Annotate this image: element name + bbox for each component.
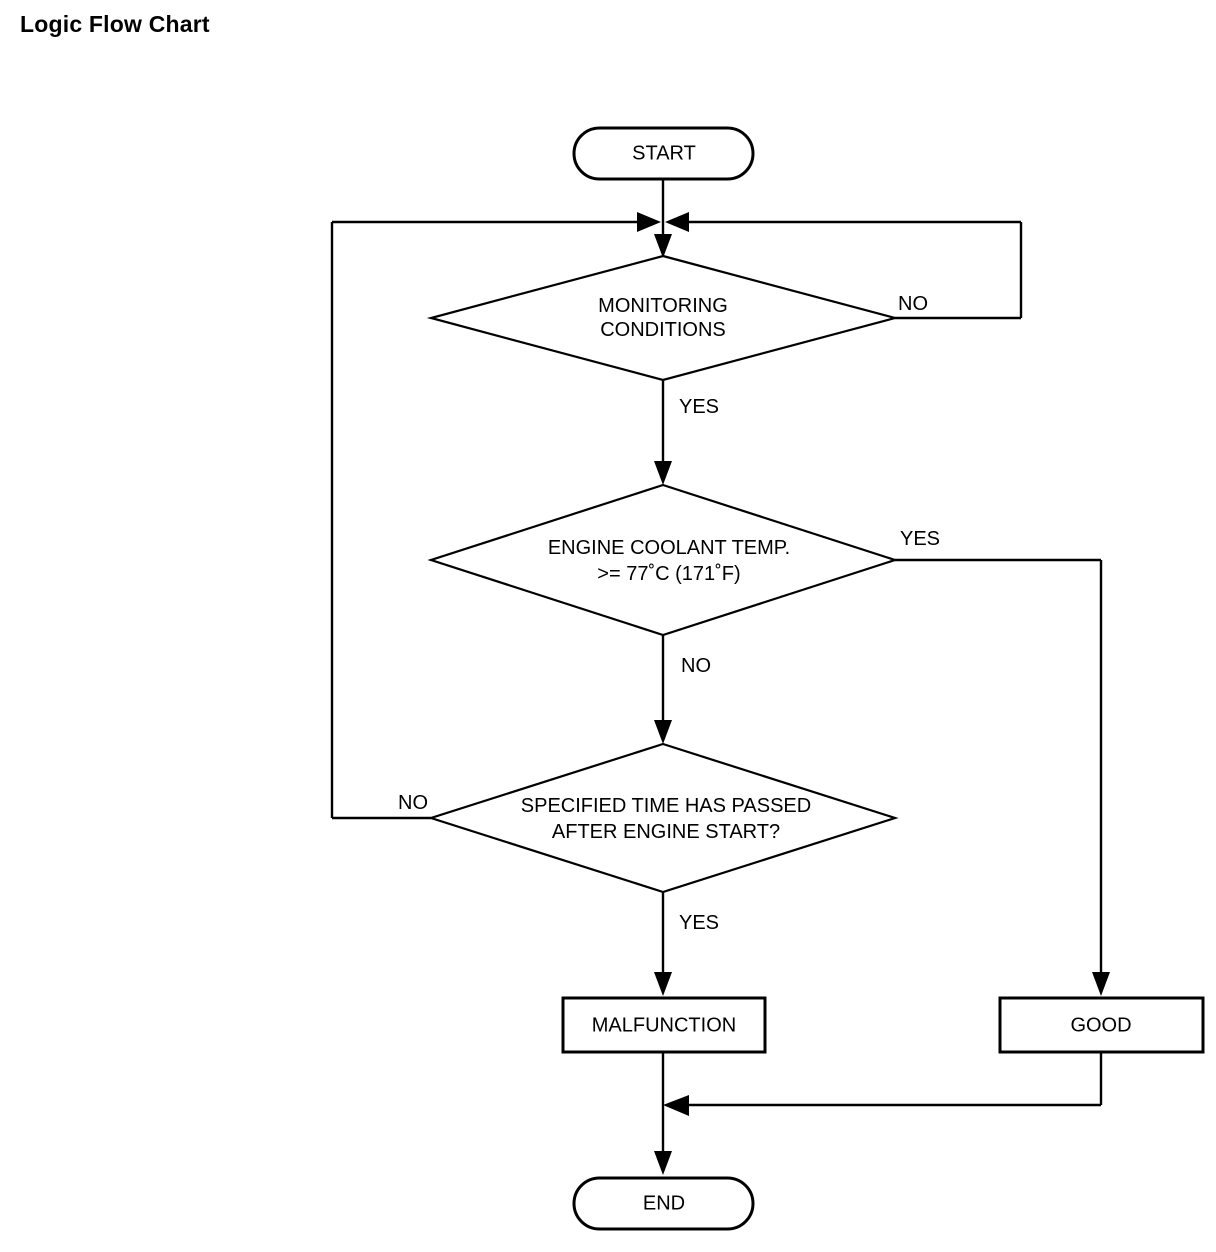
node-malfunction: MALFUNCTION <box>561 996 767 1054</box>
node-start: START <box>572 126 755 181</box>
edge-label-d2-yes: YES <box>900 528 940 550</box>
end-stadium-shape <box>572 1176 755 1231</box>
node-good: GOOD <box>998 996 1205 1054</box>
arrowhead-to-d1 <box>654 234 672 258</box>
edge-label-d2-no: NO <box>681 655 711 677</box>
good-box-shape <box>998 996 1205 1054</box>
arrowhead-loopback-left <box>637 212 661 232</box>
d2-diamond-shape <box>427 483 899 637</box>
arrowhead-good-merge <box>663 1095 689 1116</box>
d3-diamond-shape <box>427 742 899 894</box>
arrowhead-to-end <box>654 1151 672 1175</box>
arrowhead-d3-yes <box>654 972 672 996</box>
node-decision-monitoring-conditions: MONITORING CONDITIONS <box>426 254 900 382</box>
edge-label-d1-yes: YES <box>679 396 719 418</box>
edge-label-d3-no: NO <box>398 792 428 814</box>
arrowhead-loopback-right <box>665 212 689 232</box>
start-label: START <box>632 142 696 164</box>
d3-label-line1: SPECIFIED TIME HAS PASSED <box>521 795 811 817</box>
arrowhead-d2-yes-to-good <box>1092 972 1110 996</box>
malfunction-label: MALFUNCTION <box>592 1014 736 1036</box>
node-decision-specified-time-passed: SPECIFIED TIME HAS PASSED AFTER ENGINE S… <box>427 742 899 894</box>
arrowhead-d2-no <box>654 720 672 744</box>
good-label: GOOD <box>1070 1014 1131 1036</box>
page-title: Logic Flow Chart <box>20 11 210 37</box>
d3-label-line2: AFTER ENGINE START? <box>552 821 780 843</box>
d1-label-line1: MONITORING <box>598 295 728 317</box>
edge-label-d1-no: NO <box>898 293 928 315</box>
end-label: END <box>643 1192 685 1214</box>
node-decision-engine-coolant-temp: ENGINE COOLANT TEMP. >= 77˚C (171˚F) <box>427 483 899 637</box>
d1-label-line2: CONDITIONS <box>600 319 726 341</box>
d2-label-line2: >= 77˚C (171˚F) <box>597 563 740 585</box>
d2-label-line1: ENGINE COOLANT TEMP. <box>548 537 790 559</box>
edge-label-d3-yes: YES <box>679 912 719 934</box>
arrowhead-d1-yes <box>654 461 672 485</box>
d1-diamond-shape <box>426 254 900 382</box>
node-end: END <box>572 1176 755 1231</box>
